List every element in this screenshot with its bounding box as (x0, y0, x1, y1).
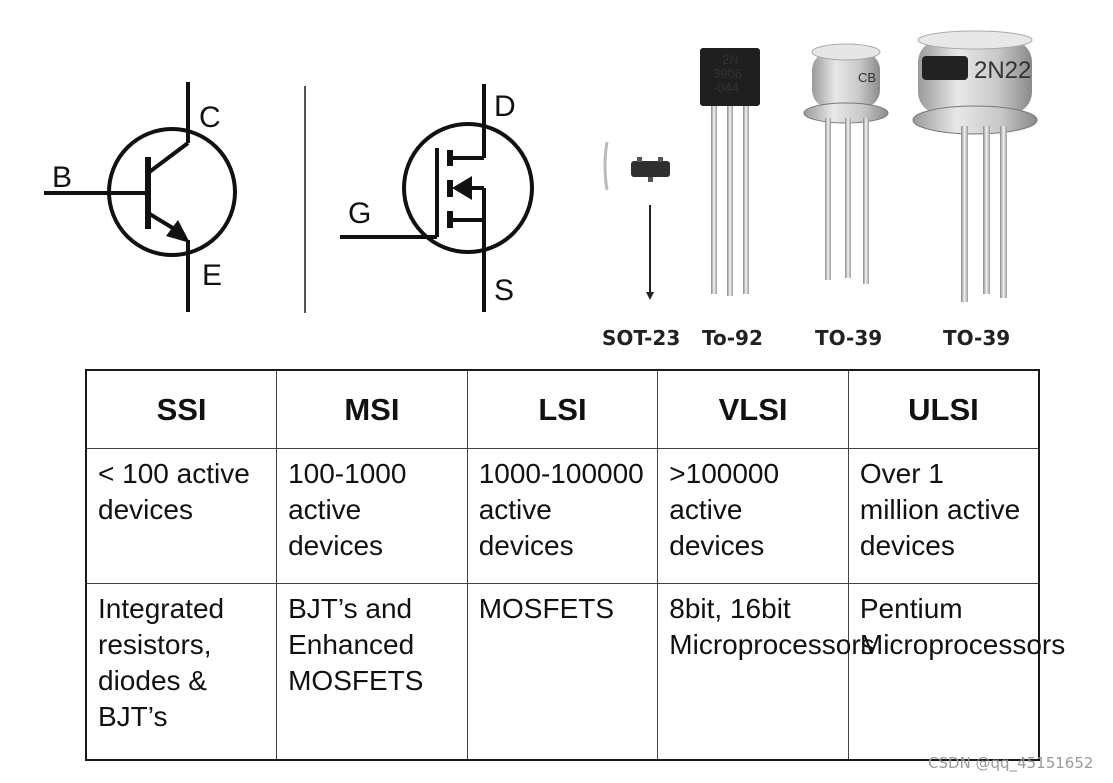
transistor-illustrations: B C E G D S SOT-23 2N 3906 -044 (44, 30, 1038, 350)
cell-ssi-examples: Integrated resistors, diodes & BJT’s (85, 583, 278, 761)
mosfet-drain-label: D (494, 90, 516, 123)
to39-lead-right (1000, 126, 1007, 298)
to92-lead-left (711, 106, 717, 294)
table-header-row: SSI MSI LSI VLSI ULSI (85, 369, 1040, 449)
package-label-to92: To-92 (702, 326, 763, 350)
cell-ulsi-devices: Over 1 million active devices (847, 447, 1040, 585)
sot23-edge (603, 141, 609, 191)
integration-scale-table: SSI MSI LSI VLSI ULSI < 100 active devic… (85, 369, 1065, 761)
sot23-pointer-arrow (646, 292, 654, 300)
package-to39: 2N22 TO-39 (912, 30, 1038, 350)
to92-lead-right (743, 106, 749, 294)
package-to18: CB TO-39 (803, 43, 889, 350)
cell-vlsi-devices: >100000 active devices (657, 447, 849, 585)
bjt-base-label: B (52, 161, 72, 194)
mosfet-circle (402, 122, 534, 254)
table-row: < 100 active devices 100-1000 active dev… (85, 447, 1040, 585)
cell-ssi-devices: < 100 active devices (85, 447, 278, 585)
to39-marking: 2N22 (974, 57, 1031, 84)
cell-lsi-devices: 1000-100000 active devices (466, 447, 659, 585)
header-msi: MSI (276, 369, 468, 449)
bjt-collector-label: C (199, 101, 221, 134)
bjt-emitter-arrow (166, 220, 190, 243)
cell-lsi-examples: MOSFETS (466, 583, 659, 761)
to39-flange (912, 105, 1038, 135)
sot23-chip-icon (631, 161, 670, 177)
to39-lead-middle (983, 126, 990, 294)
cell-ulsi-examples: Pentium Microprocessors (847, 583, 1065, 761)
header-ulsi: ULSI (847, 369, 1040, 449)
mosfet-symbol (340, 84, 534, 312)
cell-vlsi-examples: 8bit, 16bit Microprocessors (657, 583, 875, 761)
package-label-sot23: SOT-23 (602, 326, 680, 350)
to39-lead-left (961, 126, 968, 302)
table-row: Integrated resistors, diodes & BJT’s BJT… (85, 583, 1065, 761)
package-label-to18: TO-39 (815, 326, 882, 350)
bjt-emitter-label: E (202, 259, 222, 292)
cell-msi-devices: 100-1000 active devices (276, 447, 468, 585)
to92-marking-line3: -044 (713, 80, 739, 95)
watermark: CSDN @qq_45151652 (928, 754, 1094, 772)
cell-msi-examples: BJT’s and Enhanced MOSFETS (276, 583, 468, 761)
package-sot23: SOT-23 (602, 141, 680, 350)
package-to92: 2N 3906 -044 To-92 (700, 48, 763, 350)
to18-marking: CB (858, 70, 876, 85)
bjt-symbol (44, 82, 237, 312)
header-vlsi: VLSI (657, 369, 849, 449)
to92-lead-middle (727, 106, 733, 296)
package-label-to39: TO-39 (943, 326, 1010, 350)
to18-lead-left (825, 118, 831, 280)
to18-can-icon (812, 52, 880, 108)
to18-lead-right (863, 118, 869, 284)
mosfet-body-arrow (452, 176, 472, 200)
to18-lead-middle (845, 118, 851, 278)
to39-logo-icon (922, 56, 968, 80)
header-lsi: LSI (466, 369, 659, 449)
to92-marking-line1: 2N (722, 52, 739, 67)
header-ssi: SSI (85, 369, 278, 449)
to92-body-icon (700, 48, 760, 106)
bjt-collector-line (146, 141, 190, 175)
mosfet-gate-label: G (348, 197, 371, 230)
mosfet-source-label: S (494, 274, 514, 307)
to92-marking-line2: 3906 (713, 66, 742, 81)
